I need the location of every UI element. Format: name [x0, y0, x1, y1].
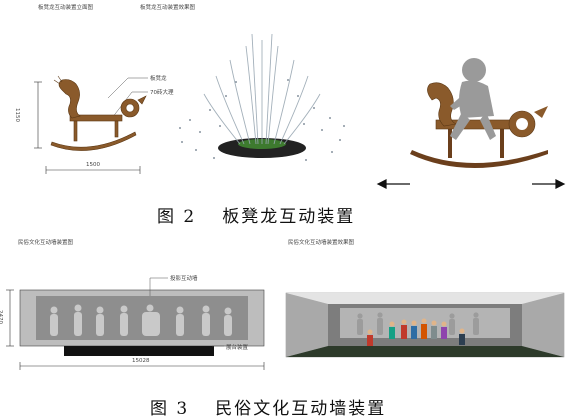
fig2-dim-width: 1500: [86, 162, 100, 168]
fig3-label-screen: 投影互动墙: [170, 276, 198, 282]
fig3-caption: 图 3 民俗文化互动墙装置: [150, 394, 386, 419]
fig2-label-dragon: 板凳龙: [150, 76, 167, 82]
fig3-caption-text: 民俗文化互动墙装置: [215, 399, 387, 419]
fig3-caption-number: 图 3: [150, 399, 190, 419]
fig3-render-title: 民俗文化互动墙装置效果图: [288, 240, 355, 246]
fig3-elevation-title: 民俗文化互动墙装置图: [18, 240, 74, 246]
fig2-caption-number: 图 2: [157, 207, 197, 227]
fig2-label-base: 70砖大理: [150, 90, 174, 96]
fig3-dim-width: 15028: [132, 358, 150, 364]
fig3-label-stage: 展台装置: [226, 345, 249, 351]
fig2-caption-text: 板凳龙互动装置: [222, 207, 356, 227]
fig2-elevation-title: 板凳龙互动装置立面图: [38, 5, 94, 11]
fig2-caption: 图 2 板凳龙互动装置: [157, 202, 355, 227]
fig2-render-title: 板凳龙互动装置效果图: [140, 5, 196, 11]
